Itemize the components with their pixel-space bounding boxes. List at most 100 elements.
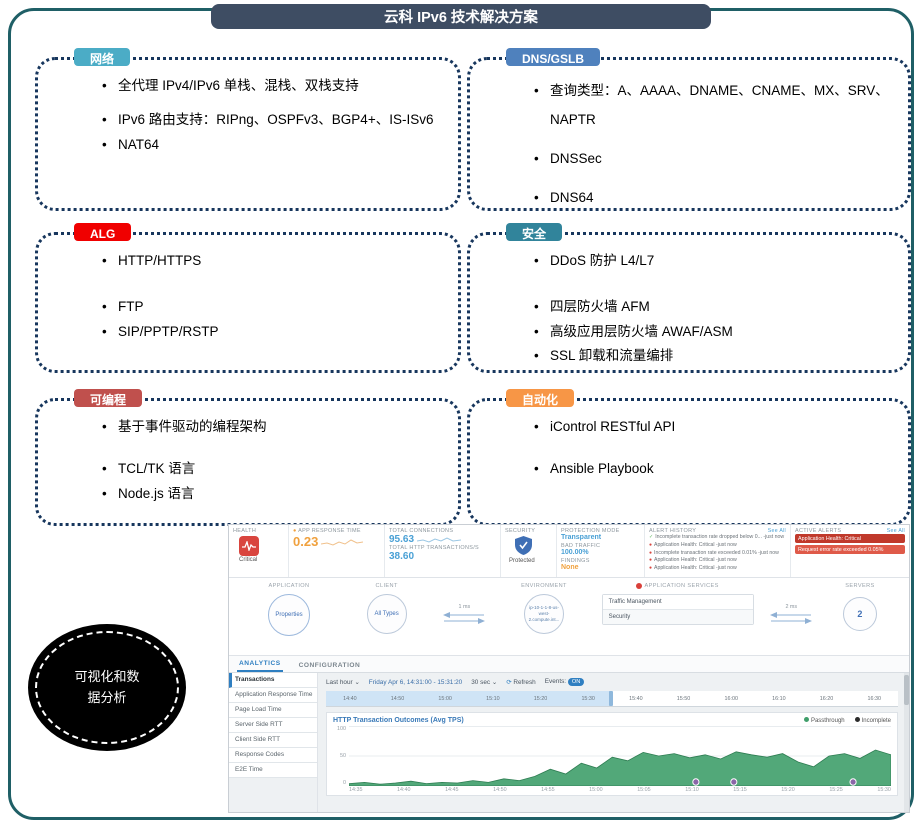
event-marker[interactable]	[730, 778, 738, 786]
sidebar-item-client-side-rtt[interactable]: Client Side RTT	[229, 733, 317, 748]
event-marker[interactable]	[849, 778, 857, 786]
y-tick: 100	[337, 726, 346, 732]
analytics-main: Last hour ⌄ Friday Apr 6, 14:31:00 - 15:…	[318, 673, 904, 812]
server-latency: 2 ms	[765, 578, 817, 655]
bullet-item: FTP	[100, 297, 440, 318]
ruler-tick: 16:10	[772, 695, 786, 702]
server-latency-label: 2 ms	[785, 604, 798, 610]
bullet-item: 基于事件驱动的编程架构	[100, 417, 440, 438]
x-tick: 15:10	[685, 787, 699, 793]
chart-x-axis: 14:35 14:40 14:45 14:50 14:55 15:00 15:0…	[349, 786, 891, 793]
servers-node[interactable]: 2	[842, 597, 877, 631]
client-node[interactable]: All Types	[366, 594, 407, 634]
health-strip: HEALTH Critical ● APP RESPONSE TIME 0.23…	[229, 525, 909, 578]
total-http-value: 38.60	[389, 551, 415, 562]
app-response-time-label: ● APP RESPONSE TIME	[293, 528, 361, 534]
x-tick: 15:05	[637, 787, 651, 793]
ruler-tick: 15:30	[564, 691, 613, 706]
bidirectional-arrow-icon	[770, 612, 813, 624]
active-alerts-see-all-link[interactable]: See All	[886, 528, 905, 534]
ruler-tick: 15:10	[469, 691, 517, 706]
feature-tab-alg: ALG	[74, 223, 132, 241]
environment-node[interactable]: ip-10-1-1-8-us-west-2.compute.int...	[523, 594, 564, 634]
alert-history-item: Application Health: Critical -just now	[654, 565, 737, 572]
service-item[interactable]: Traffic Management	[602, 595, 753, 610]
protection-mode-value: Transparent	[561, 534, 602, 541]
f5-icon	[636, 583, 643, 589]
feature-list-dns: 查询类型：A、AAAA、DNAME、CNAME、MX、SRV、NAPTR DNS…	[470, 60, 908, 212]
shield-icon	[515, 536, 532, 555]
x-tick: 15:30	[877, 787, 891, 793]
chevron-down-icon: ⌄	[491, 679, 498, 686]
sidebar-item-app-response-time[interactable]: Application Response Time	[229, 688, 317, 703]
bullet-item: iControl RESTful API	[532, 417, 890, 438]
bidirectional-arrow-icon	[443, 612, 486, 624]
x-tick: 14:40	[397, 787, 411, 793]
total-connections-value: 95.63	[389, 534, 415, 545]
alert-dot-icon: ●	[649, 565, 653, 572]
findings-label: FINDINGS	[561, 558, 590, 564]
client-latency-label: 1 ms	[458, 604, 471, 610]
sidebar-item-page-load-time[interactable]: Page Load Time	[229, 703, 317, 718]
dashboard-tabbar: ANALYTICS CONFIGURATION	[229, 656, 909, 673]
sidebar-item-response-codes[interactable]: Response Codes	[229, 748, 317, 763]
ruler-tick: 15:20	[516, 691, 565, 706]
feature-box-dns: DNS/GSLB 查询类型：A、AAAA、DNAME、CNAME、MX、SRV、…	[467, 48, 911, 212]
tab-configuration[interactable]: CONFIGURATION	[298, 662, 361, 669]
active-alert-banner: Request error rate exceeded 0.05%	[795, 545, 905, 554]
feature-tab-dns: DNS/GSLB	[506, 48, 601, 66]
ruler-drag-handle[interactable]	[609, 691, 614, 706]
bullet-item: DDoS 防护 L4/L7	[532, 251, 890, 272]
bullet-item: DNS64	[532, 183, 890, 212]
refresh-button[interactable]: ⟳ Refresh	[506, 679, 536, 686]
ruler-tick: 15:40	[629, 695, 643, 702]
bullet-item: IPv6 路由支持：RIPng、OSPFv3、BGP4+、IS-ISv6	[100, 110, 440, 131]
ruler-tick: 16:00	[724, 695, 738, 702]
tps-area-chart	[349, 726, 891, 786]
feature-list-network: 全代理 IPv4/IPv6 单栈、混栈、双栈支持 IPv6 路由支持：RIPng…	[38, 60, 458, 155]
y-tick: 0	[343, 780, 346, 786]
feature-box-network: 网络 全代理 IPv4/IPv6 单栈、混栈、双栈支持 IPv6 路由支持：RI…	[35, 48, 461, 211]
alert-dot-icon: ●	[649, 549, 653, 556]
alert-history-item: Application Health: Critical -just now	[654, 557, 737, 564]
service-item[interactable]: Security	[602, 610, 753, 624]
bullet-item: 四层防火墙 AFM	[532, 297, 890, 318]
sidebar-item-server-side-rtt[interactable]: Server Side RTT	[229, 718, 317, 733]
bullet-item: 全代理 IPv4/IPv6 单栈、混栈、双栈支持	[100, 76, 440, 97]
health-status: Critical	[239, 557, 258, 563]
feature-list-alg: HTTP/HTTPS FTP SIP/PPTP/RSTP	[38, 235, 458, 342]
bullet-item: DNSSec	[532, 144, 890, 173]
vertical-scrollbar[interactable]	[904, 673, 909, 812]
interval-dropdown[interactable]: 30 sec ⌄	[471, 679, 498, 686]
y-tick: 50	[340, 753, 346, 759]
bullet-item: SSL 卸载和流量编排	[532, 346, 890, 367]
x-tick: 15:15	[733, 787, 747, 793]
ruler-tick: 14:50	[373, 691, 422, 706]
metrics-sidebar: Transactions Application Response Time P…	[229, 673, 318, 812]
ruler-tick: 16:20	[819, 695, 834, 702]
security-status: Protected	[509, 558, 535, 564]
sidebar-item-transactions[interactable]: Transactions	[229, 673, 317, 688]
tab-analytics[interactable]: ANALYTICS	[237, 657, 283, 672]
slide-title: 云科 IPv6 技术解决方案	[211, 4, 711, 29]
application-node[interactable]: Properties	[268, 594, 310, 636]
alert-history-see-all-link[interactable]: See All	[767, 528, 786, 534]
scrollbar-thumb[interactable]	[904, 675, 909, 705]
findings-value: None	[561, 564, 579, 571]
time-range-dropdown[interactable]: Last hour ⌄	[326, 679, 360, 686]
bullet-item: NAT64	[100, 135, 440, 156]
ruler-tick: 15:00	[421, 691, 470, 706]
legend-dot-icon	[803, 717, 809, 722]
app-response-time-value: 0.23	[293, 534, 319, 549]
feature-tab-network: 网络	[74, 48, 131, 66]
time-ruler[interactable]: 14:40 14:50 15:00 15:10 15:20 15:30 15:4…	[326, 691, 898, 707]
ruler-tick: 15:50	[676, 695, 691, 702]
tps-chart-panel: HTTP Transaction Outcomes (Avg TPS) Pass…	[326, 712, 898, 796]
legend-dot-icon	[854, 717, 860, 722]
event-marker[interactable]	[692, 778, 700, 786]
events-toggle[interactable]: Events: ON	[545, 678, 585, 686]
alert-history-item: Application Health: Critical -just now	[654, 541, 737, 548]
date-range-text: Friday Apr 6, 14:31:00 - 15:31:20	[368, 678, 463, 686]
sidebar-item-e2e-time[interactable]: E2E Time	[229, 763, 317, 778]
application-services-label: APPLICATION SERVICES	[636, 583, 718, 589]
